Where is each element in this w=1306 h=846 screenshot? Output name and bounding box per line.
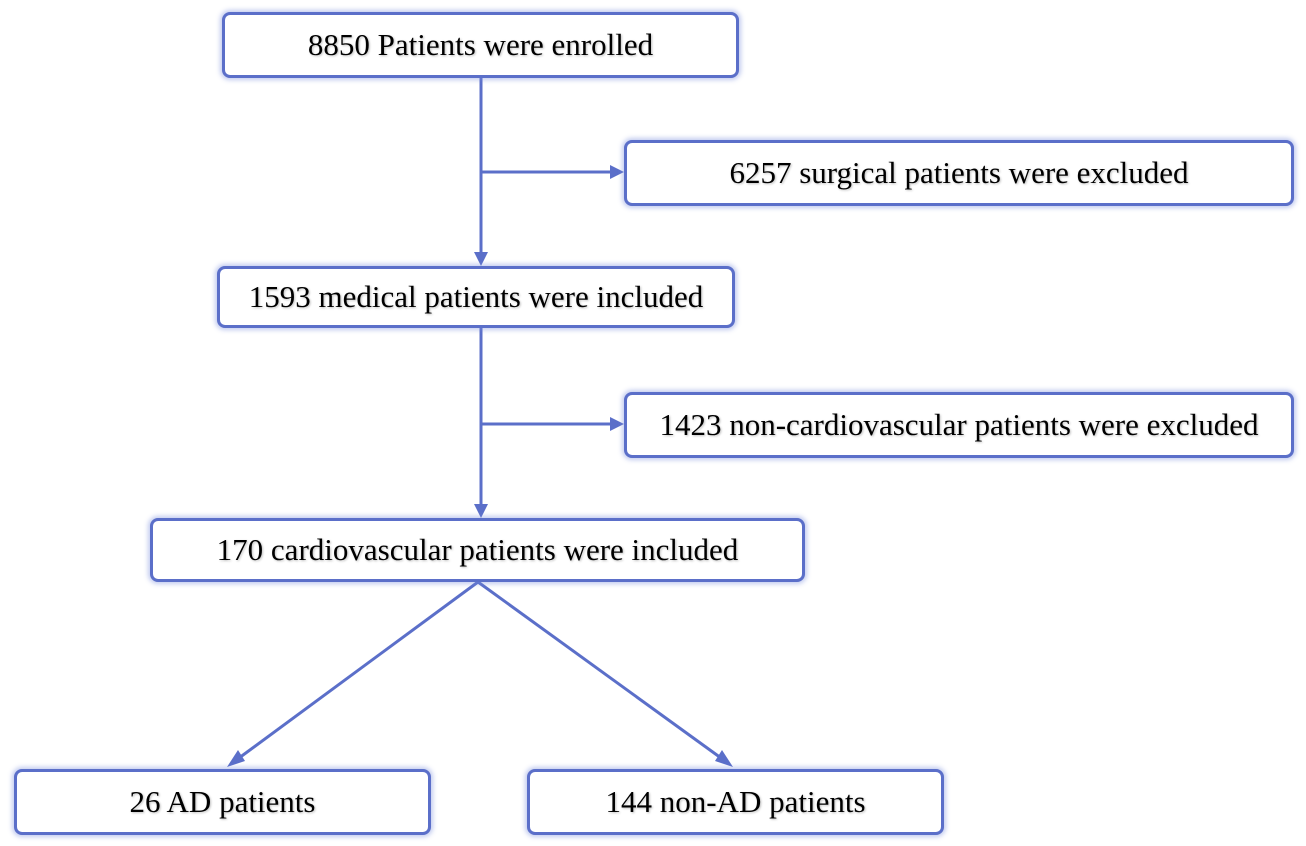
ad-patients-box: 26 AD patients xyxy=(14,769,431,835)
noncardio-excluded-label: 1423 non-cardiovascular patients were ex… xyxy=(659,407,1259,442)
arrowhead-noncardio-excluded xyxy=(610,417,624,431)
arrowhead-surgical-excluded xyxy=(610,165,624,179)
ad-patients-label: 26 AD patients xyxy=(129,784,316,819)
enrolled-box: 8850 Patients were enrolled xyxy=(222,12,739,78)
non-ad-patients-box: 144 non-AD patients xyxy=(527,769,944,835)
connector-to-non-ad xyxy=(477,580,722,760)
surgical-excluded-label: 6257 surgical patients were excluded xyxy=(729,155,1189,190)
cardio-included-label: 170 cardiovascular patients were include… xyxy=(216,532,739,567)
medical-included-label: 1593 medical patients were included xyxy=(248,279,704,314)
arrowhead-ad xyxy=(227,750,245,767)
surgical-excluded-box: 6257 surgical patients were excluded xyxy=(624,140,1294,206)
enrolled-label: 8850 Patients were enrolled xyxy=(307,27,654,62)
noncardio-excluded-box: 1423 non-cardiovascular patients were ex… xyxy=(624,392,1294,458)
connector-to-ad xyxy=(238,580,479,760)
arrowhead-non-ad xyxy=(715,750,733,767)
arrowhead-cardio xyxy=(474,504,488,518)
cardio-included-box: 170 cardiovascular patients were include… xyxy=(150,518,805,582)
medical-included-box: 1593 medical patients were included xyxy=(217,266,735,328)
arrowhead-medical xyxy=(474,252,488,266)
non-ad-patients-label: 144 non-AD patients xyxy=(605,784,866,819)
